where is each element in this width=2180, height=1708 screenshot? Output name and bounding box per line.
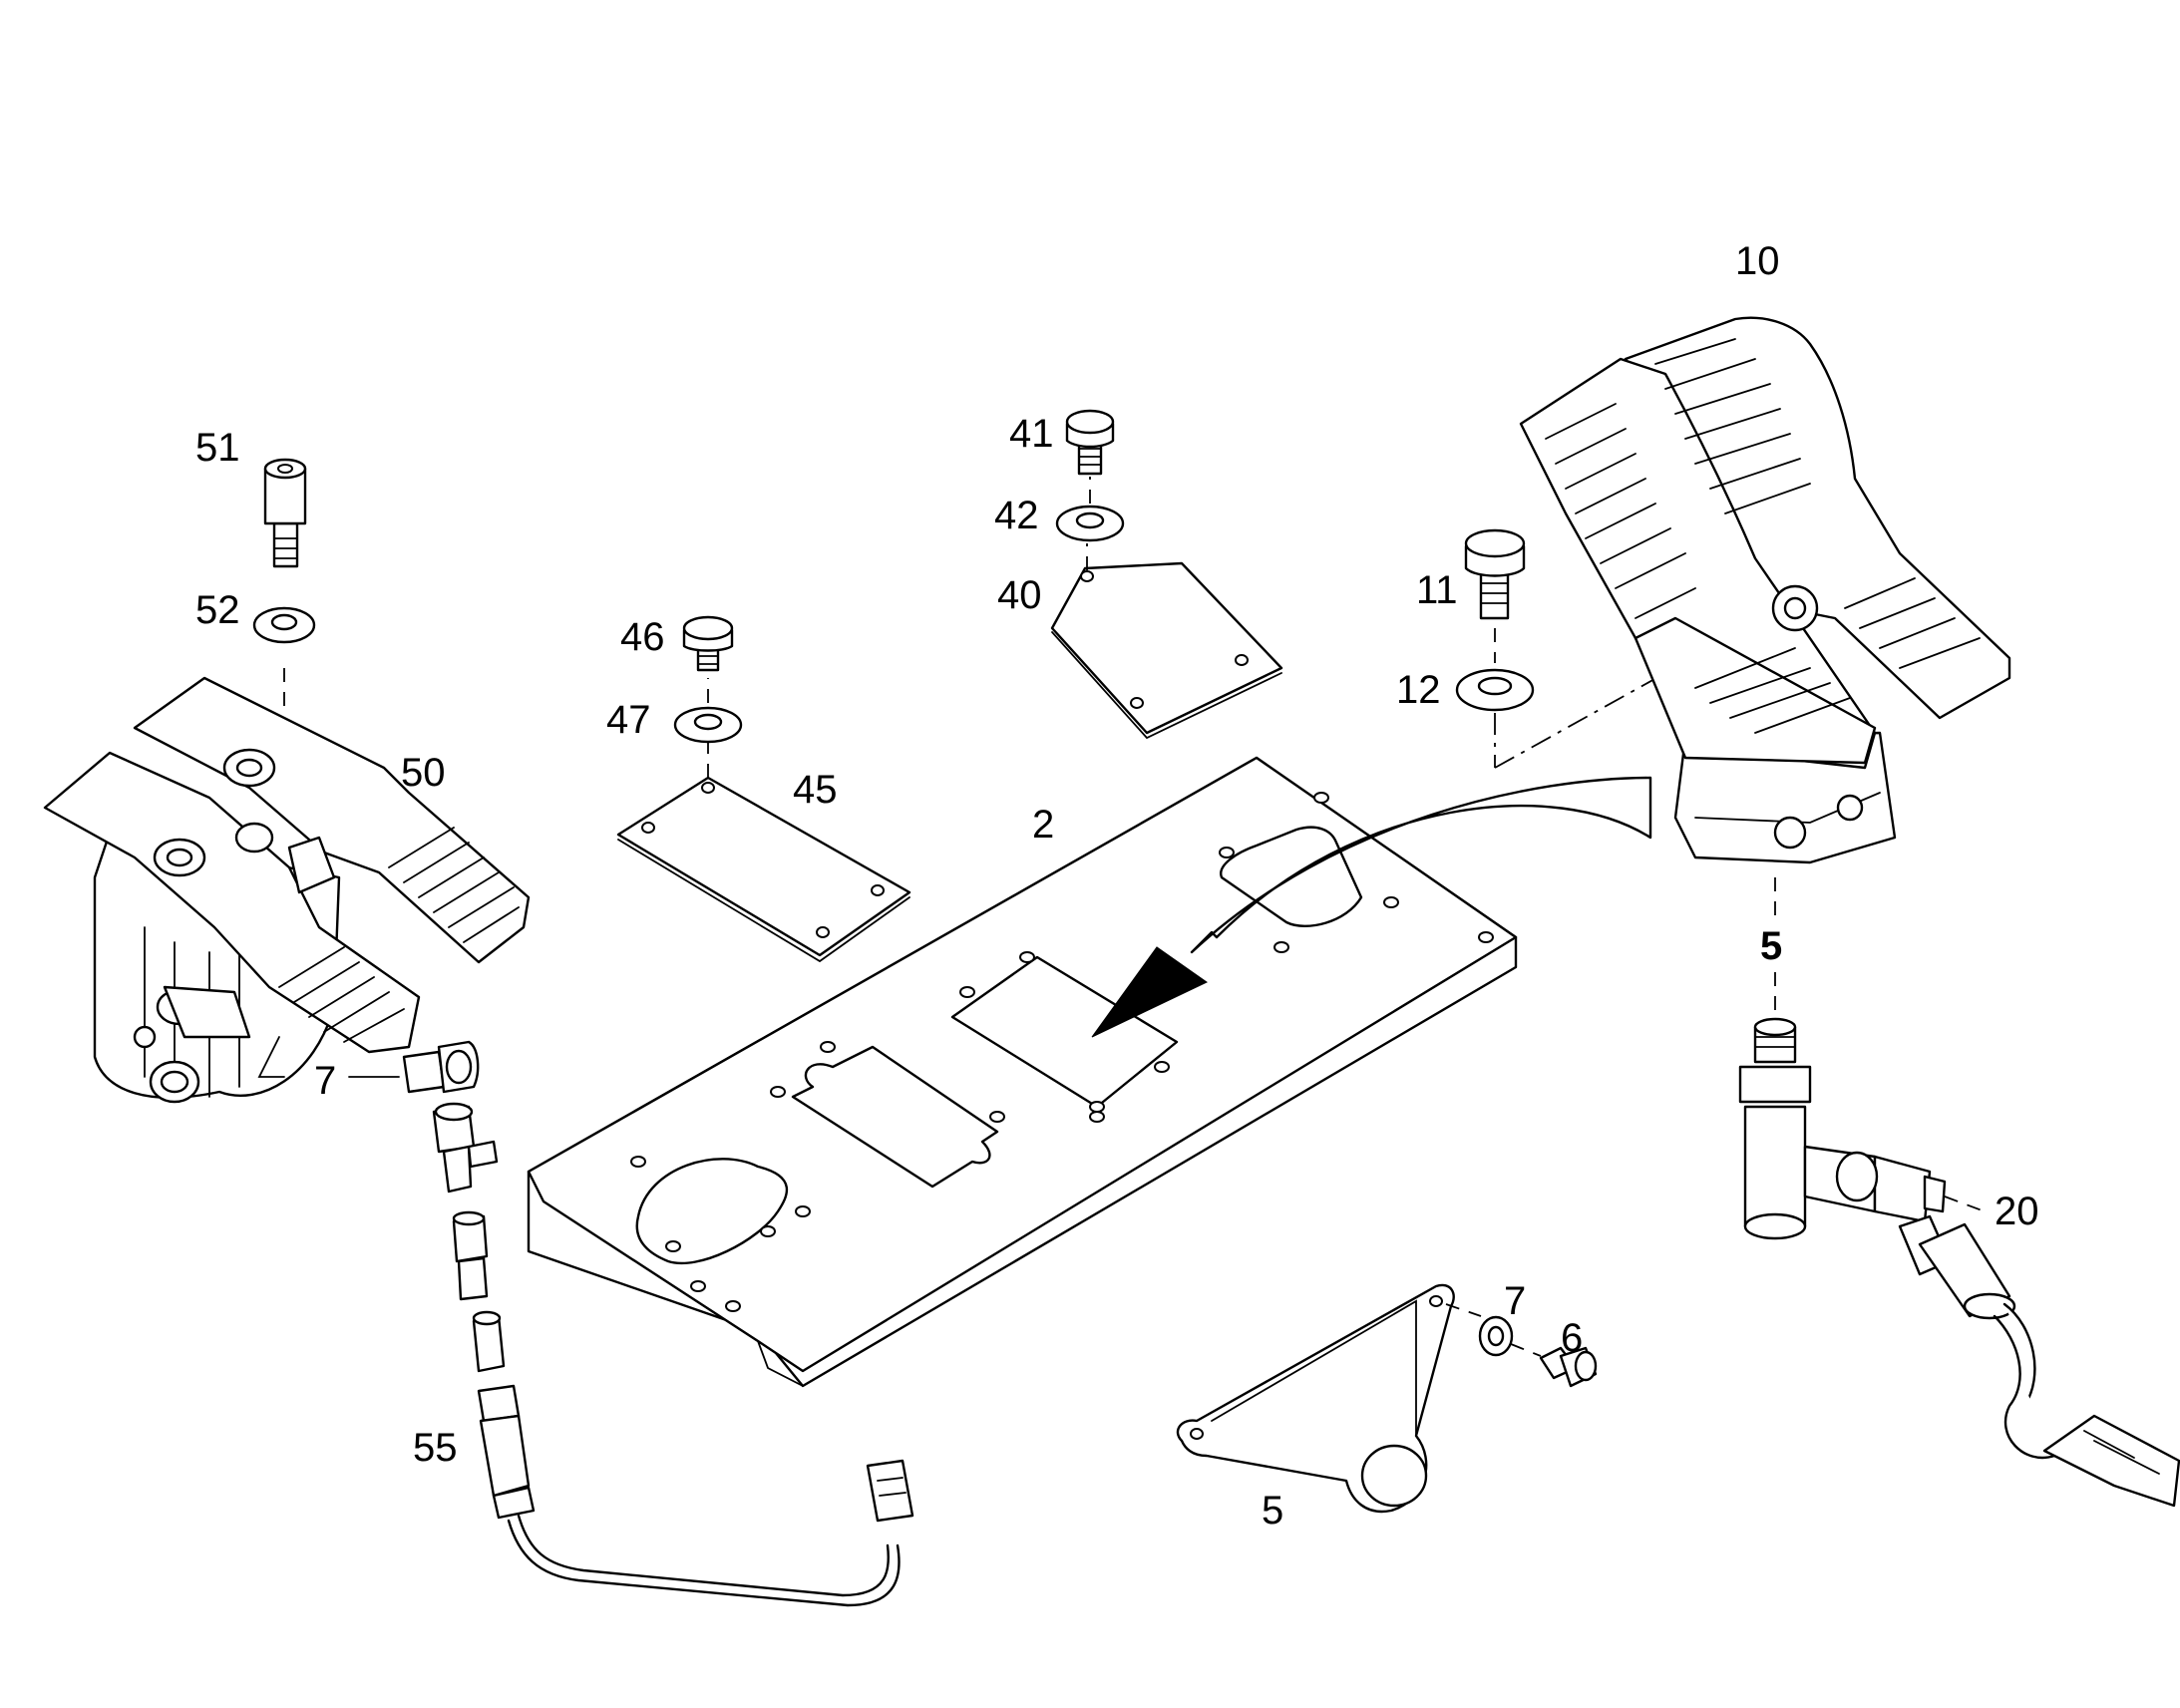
pressure-sensor-part-20 [1898,1214,2180,1508]
washer-part-52 [252,606,316,644]
cover-plate-part-45 [616,776,911,963]
floor-plate-holes [630,792,1494,1312]
label-part-11: 11 [1416,568,1458,612]
floor-plate-part-2 [527,756,1518,1388]
assembly-arrow [1091,776,1652,1038]
tee-fitting [432,1102,499,1194]
label-part-2: 2 [1032,803,1054,847]
bolt-part-11 [1464,528,1526,620]
bolt-part-46 [682,615,734,672]
tee-fitting-part-5 [1738,1017,1947,1240]
bolt-part-51 [263,458,307,568]
bolt-part-41 [1065,409,1115,476]
bracket-part-5 [1176,1283,1455,1514]
label-part-42: 42 [994,494,1039,537]
label-part-46: 46 [620,615,665,659]
elbow-fitting-part-7 [402,1040,480,1094]
cover-plate-part-40 [1050,561,1283,740]
screw-part-6 [1539,1346,1598,1388]
label-part-50: 50 [401,751,446,795]
label-part-55: 55 [413,1426,458,1470]
pressure-sensor-part-55 [477,1384,914,1607]
union-fitting [452,1210,489,1301]
label-part-52: 52 [195,588,240,632]
label-part-40: 40 [997,573,1042,617]
double-pedal-part-10 [1519,316,2011,917]
label-part-51: 51 [195,426,240,470]
label-part-5-fitting: 5 [1760,924,1782,968]
washer-part-12 [1455,668,1535,712]
label-part-6: 6 [1561,1316,1583,1360]
washer-part-47 [673,706,743,744]
label-part-5-bracket: 5 [1262,1489,1283,1533]
label-part-12: 12 [1396,668,1441,712]
label-part-10: 10 [1735,239,1780,283]
double-pedal-part-50 [43,676,531,1104]
part-labels: 2 5 5 6 7 7 10 11 12 20 40 41 42 45 46 4… [195,239,2039,1533]
label-part-20: 20 [1995,1190,2039,1233]
label-part-7-right: 7 [1504,1279,1526,1323]
label-part-45: 45 [793,768,838,812]
adapter-fitting [472,1310,506,1373]
label-part-7-left: 7 [314,1059,336,1103]
label-part-41: 41 [1009,412,1054,456]
label-part-47: 47 [606,698,651,742]
washer-part-7 [1478,1315,1514,1357]
washer-part-42 [1055,505,1125,542]
